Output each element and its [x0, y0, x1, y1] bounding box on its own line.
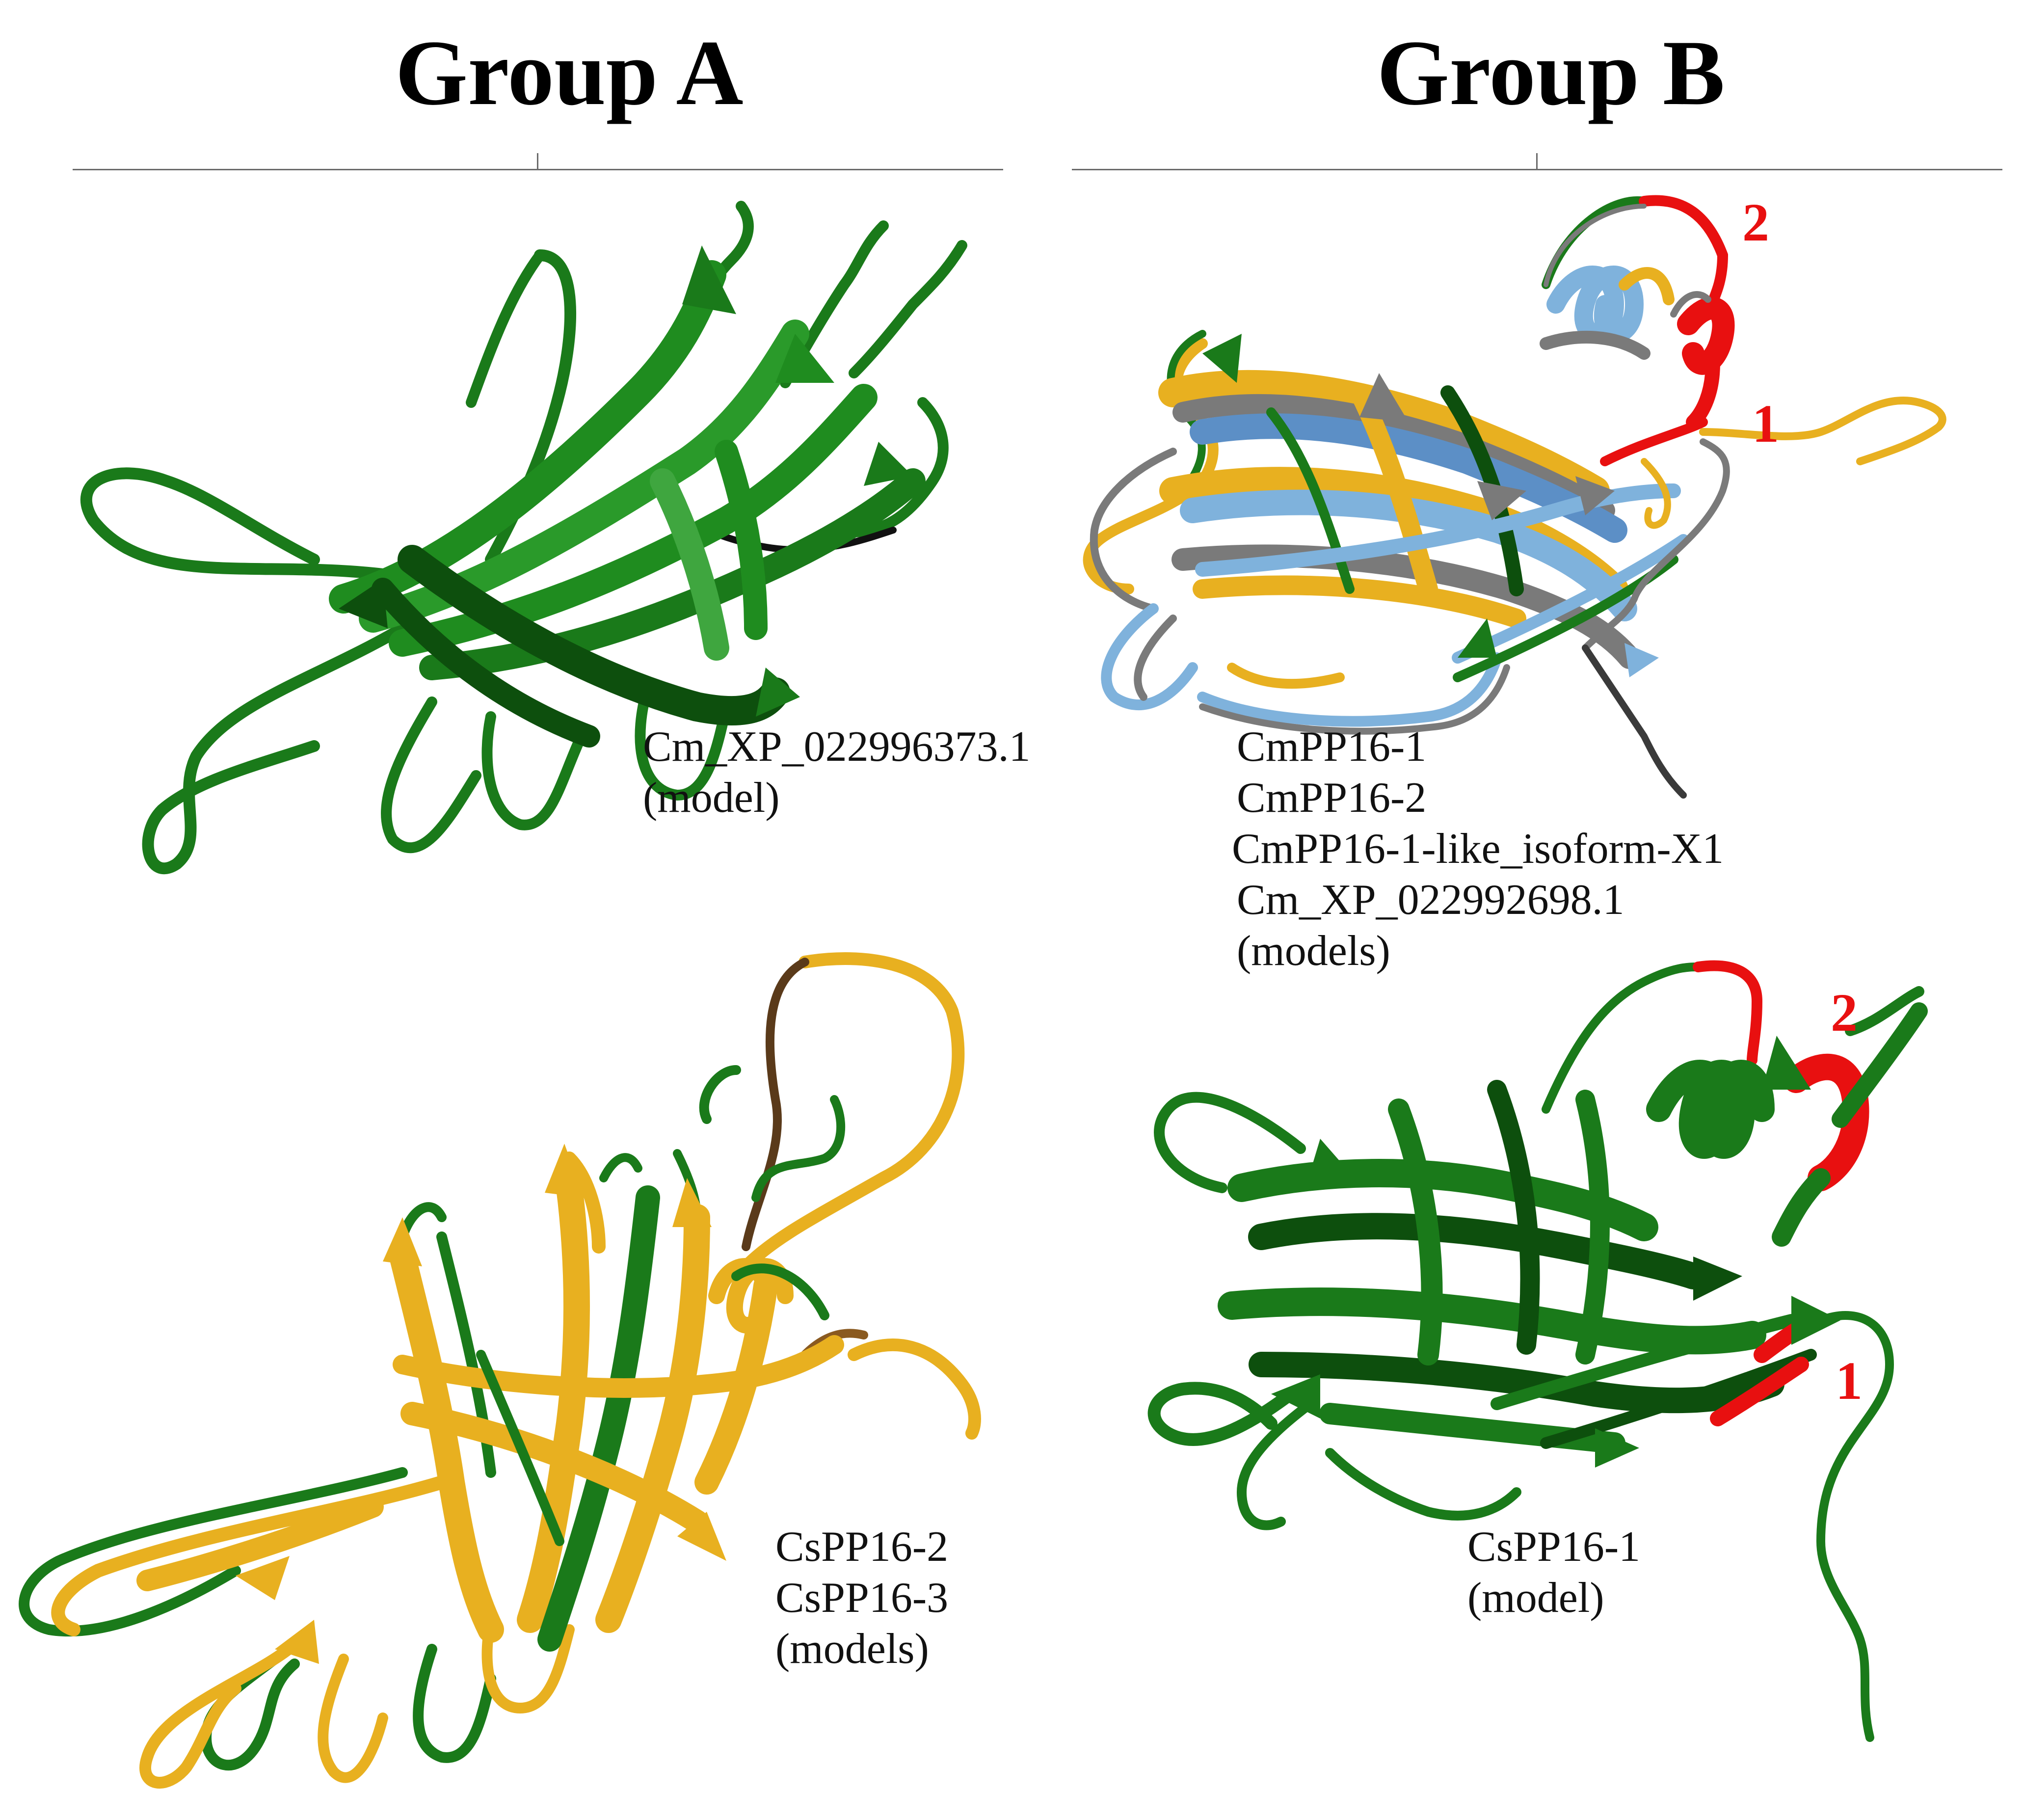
group-b-rule-tick — [1536, 153, 1538, 170]
region-2-marker: 2 — [1742, 192, 1769, 252]
structure-a-top — [80, 201, 967, 874]
model-note: (model) — [643, 774, 780, 822]
model-name: Cm_XP_022992698.1 — [1237, 876, 1624, 924]
model-name: CmPP16-2 — [1237, 774, 1427, 822]
label-group-b-bottom: CsPP16-1 (model) — [1467, 1522, 1640, 1624]
structure-b-bottom: 2 1 — [1147, 960, 1928, 1742]
model-name: Cm_XP_022996373.1 — [643, 723, 1031, 771]
model-note: (models) — [1237, 927, 1390, 975]
model-name: CsPP16-3 — [775, 1574, 949, 1622]
group-a-title: Group A — [395, 22, 744, 125]
structure-b-top: 2 1 — [1083, 192, 1946, 799]
label-group-b-top: CmPP16-1 CmPP16-2 CmPP16-1-like_isoform-… — [1232, 722, 1724, 977]
group-a-rule-tick — [537, 153, 538, 170]
group-b-title: Group B — [1377, 22, 1725, 125]
region-2-marker: 2 — [1831, 983, 1858, 1043]
model-name: CmPP16-1-like_isoform-X1 — [1232, 825, 1724, 873]
region-1-marker: 1 — [1752, 394, 1779, 454]
region-1-marker: 1 — [1836, 1351, 1863, 1411]
model-name: CmPP16-1 — [1237, 723, 1427, 771]
model-name: CsPP16-1 — [1467, 1523, 1641, 1571]
model-name: CsPP16-2 — [775, 1523, 949, 1571]
model-note: (models) — [775, 1625, 929, 1673]
label-group-a-bottom: CsPP16-2 CsPP16-3 (models) — [775, 1522, 948, 1675]
model-note: (model) — [1467, 1574, 1604, 1622]
structure-a-bottom — [19, 952, 981, 1789]
label-group-a-top: Cm_XP_022996373.1 (model) — [643, 722, 1031, 824]
